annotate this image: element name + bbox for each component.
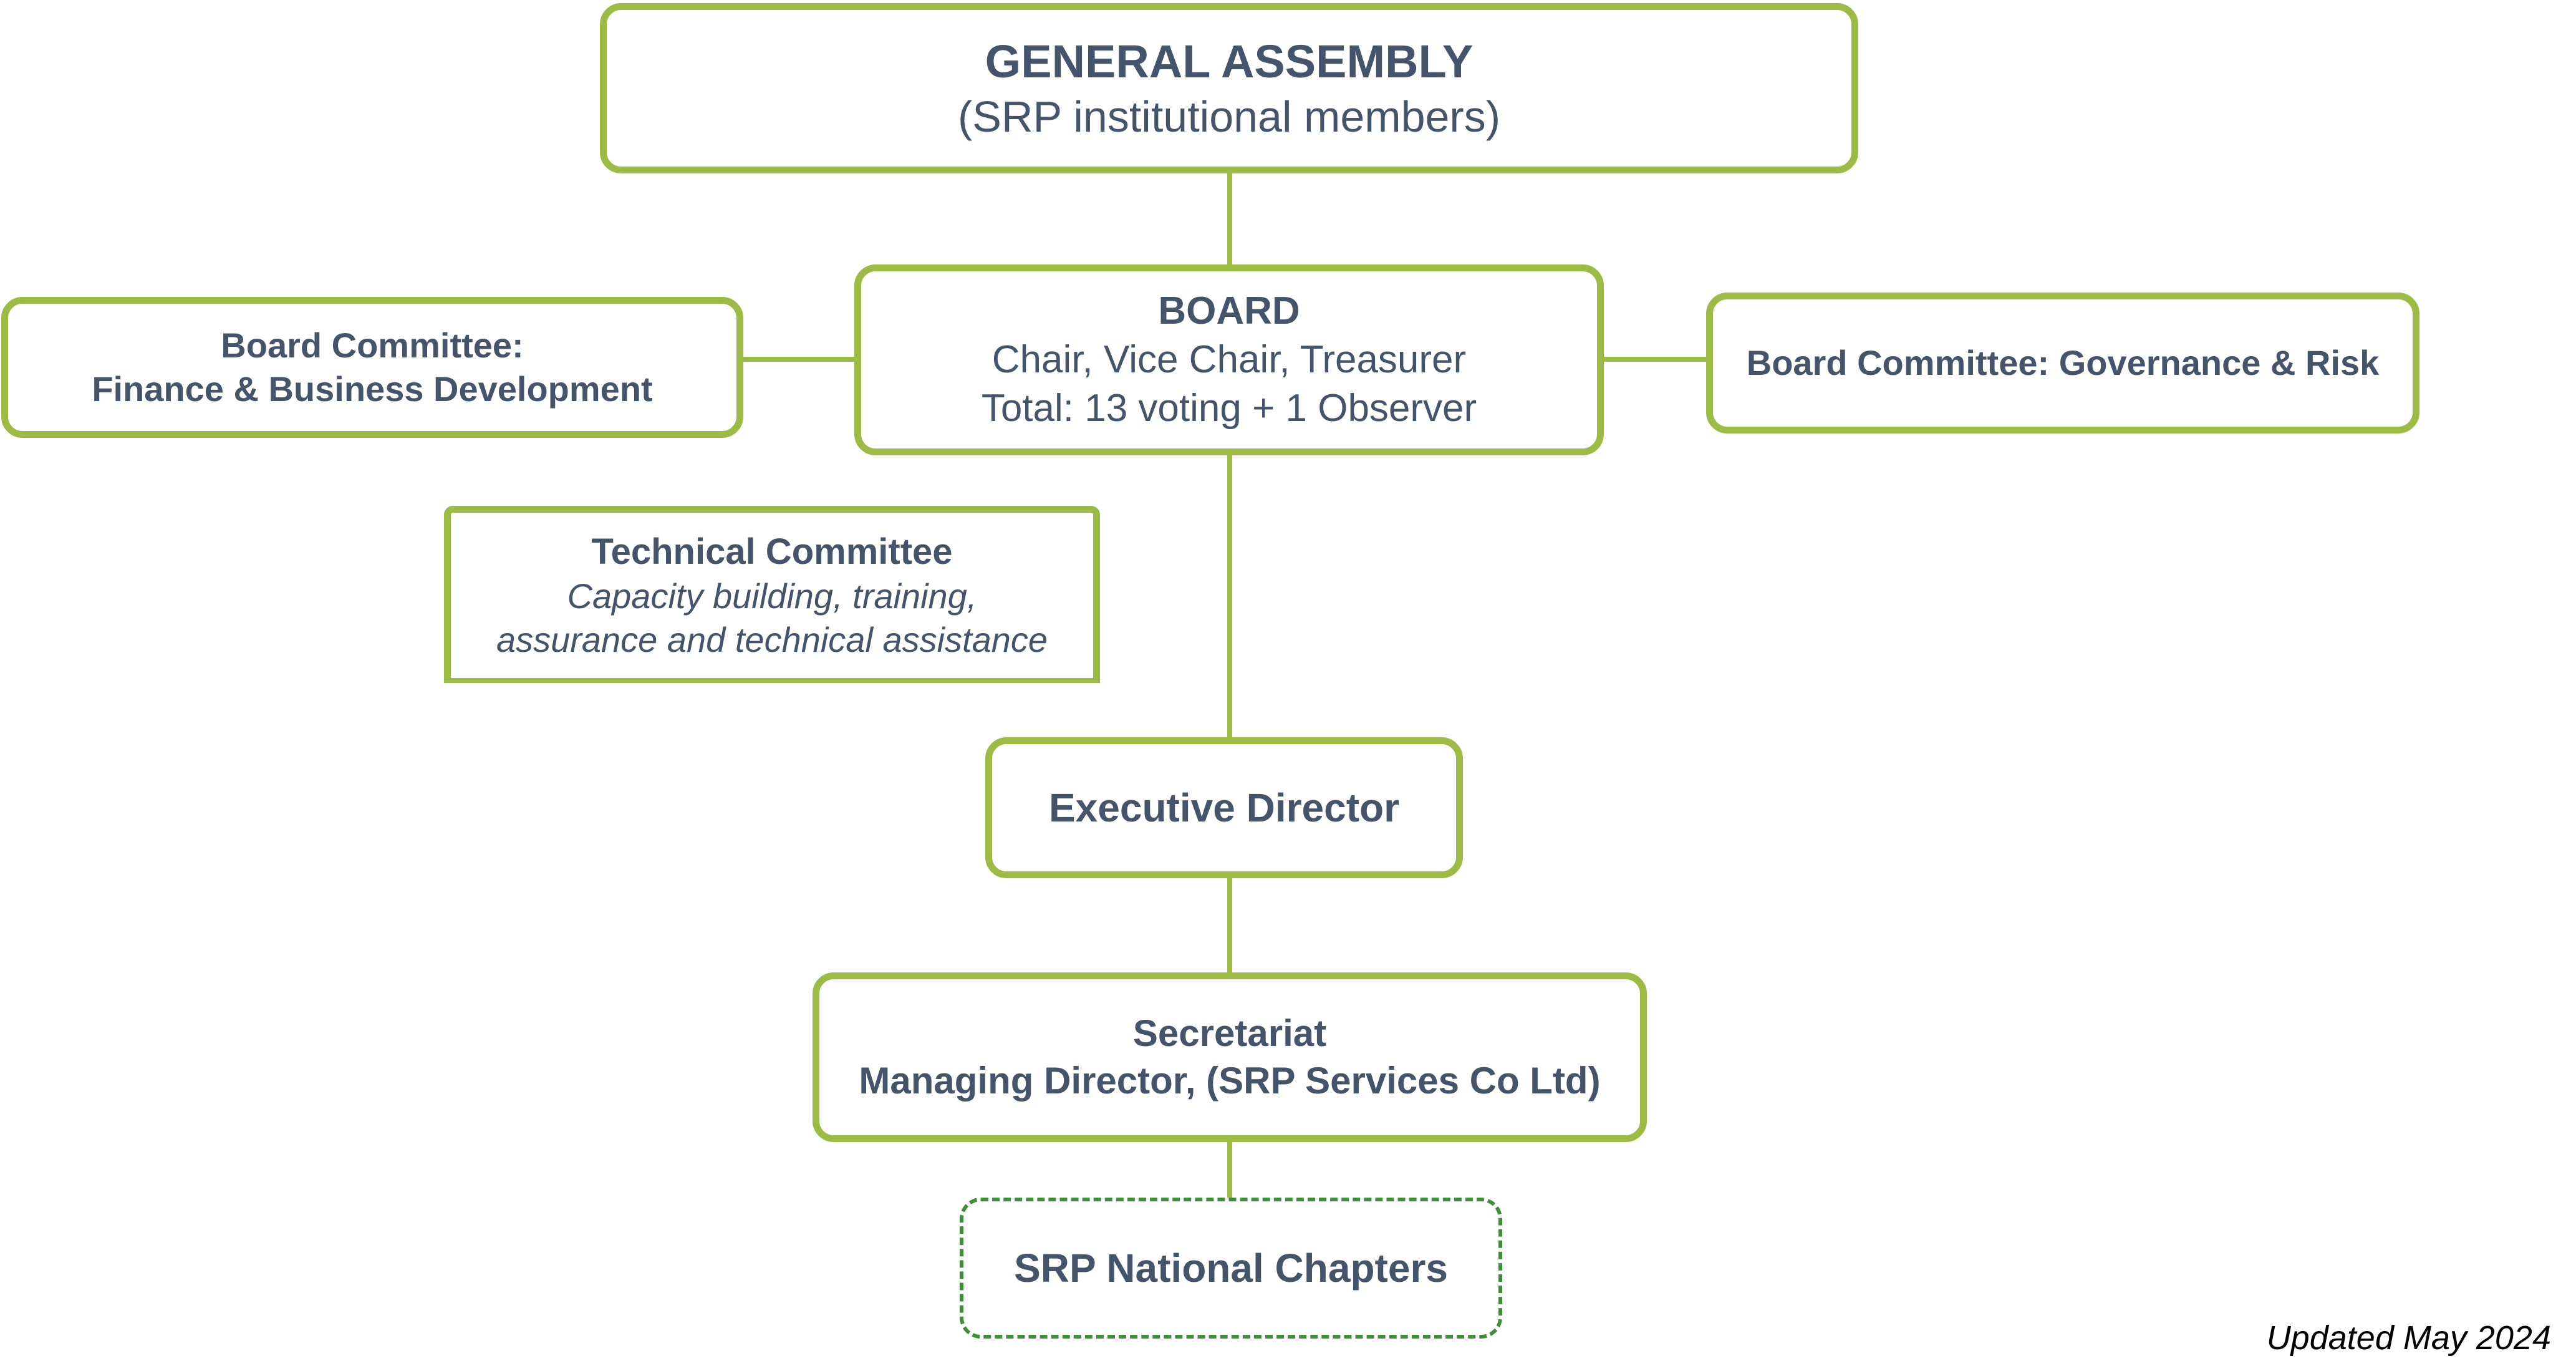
general-assembly-box: GENERAL ASSEMBLY (SRP institutional memb… xyxy=(600,3,1858,173)
finance-committee-name: Finance & Business Development xyxy=(92,369,653,409)
secretariat-director: Managing Director, (SRP Services Co Ltd) xyxy=(859,1060,1601,1102)
executive-director-box: Executive Director xyxy=(985,737,1463,878)
technical-committee-title: Technical Committee xyxy=(591,531,953,572)
national-chapters-label: SRP National Chapters xyxy=(1014,1246,1448,1291)
governance-committee-box: Board Committee: Governance & Risk xyxy=(1706,293,2419,434)
connector-board-governance xyxy=(1604,357,1709,362)
technical-committee-scope-1: Capacity building, training, xyxy=(567,576,977,616)
connector-board-finance xyxy=(742,357,854,362)
secretariat-box: Secretariat Managing Director, (SRP Serv… xyxy=(813,972,1647,1142)
board-officers: Chair, Vice Chair, Treasurer xyxy=(991,338,1467,381)
finance-committee-label: Board Committee: xyxy=(221,326,524,365)
connector-secretariat-chapters xyxy=(1227,1139,1232,1201)
board-title: BOARD xyxy=(1158,289,1300,332)
board-total: Total: 13 voting + 1 Observer xyxy=(981,387,1477,430)
finance-committee-box: Board Committee: Finance & Business Deve… xyxy=(1,297,743,438)
executive-director-label: Executive Director xyxy=(1048,785,1400,830)
connector-executive-secretariat xyxy=(1227,874,1232,976)
technical-committee-box: Technical Committee Capacity building, t… xyxy=(444,506,1100,683)
connector-board-executive xyxy=(1227,454,1232,740)
connector-assembly-board xyxy=(1227,169,1232,268)
updated-date: Updated May 2024 xyxy=(2266,1319,2551,1357)
general-assembly-title: GENERAL ASSEMBLY xyxy=(985,35,1474,87)
national-chapters-box: SRP National Chapters xyxy=(960,1198,1502,1339)
board-box: BOARD Chair, Vice Chair, Treasurer Total… xyxy=(854,264,1604,455)
general-assembly-subtitle: (SRP institutional members) xyxy=(957,92,1501,141)
governance-committee-label: Board Committee: Governance & Risk xyxy=(1746,343,2380,382)
secretariat-title: Secretariat xyxy=(1132,1012,1327,1054)
technical-committee-scope-2: assurance and technical assistance xyxy=(496,619,1048,659)
